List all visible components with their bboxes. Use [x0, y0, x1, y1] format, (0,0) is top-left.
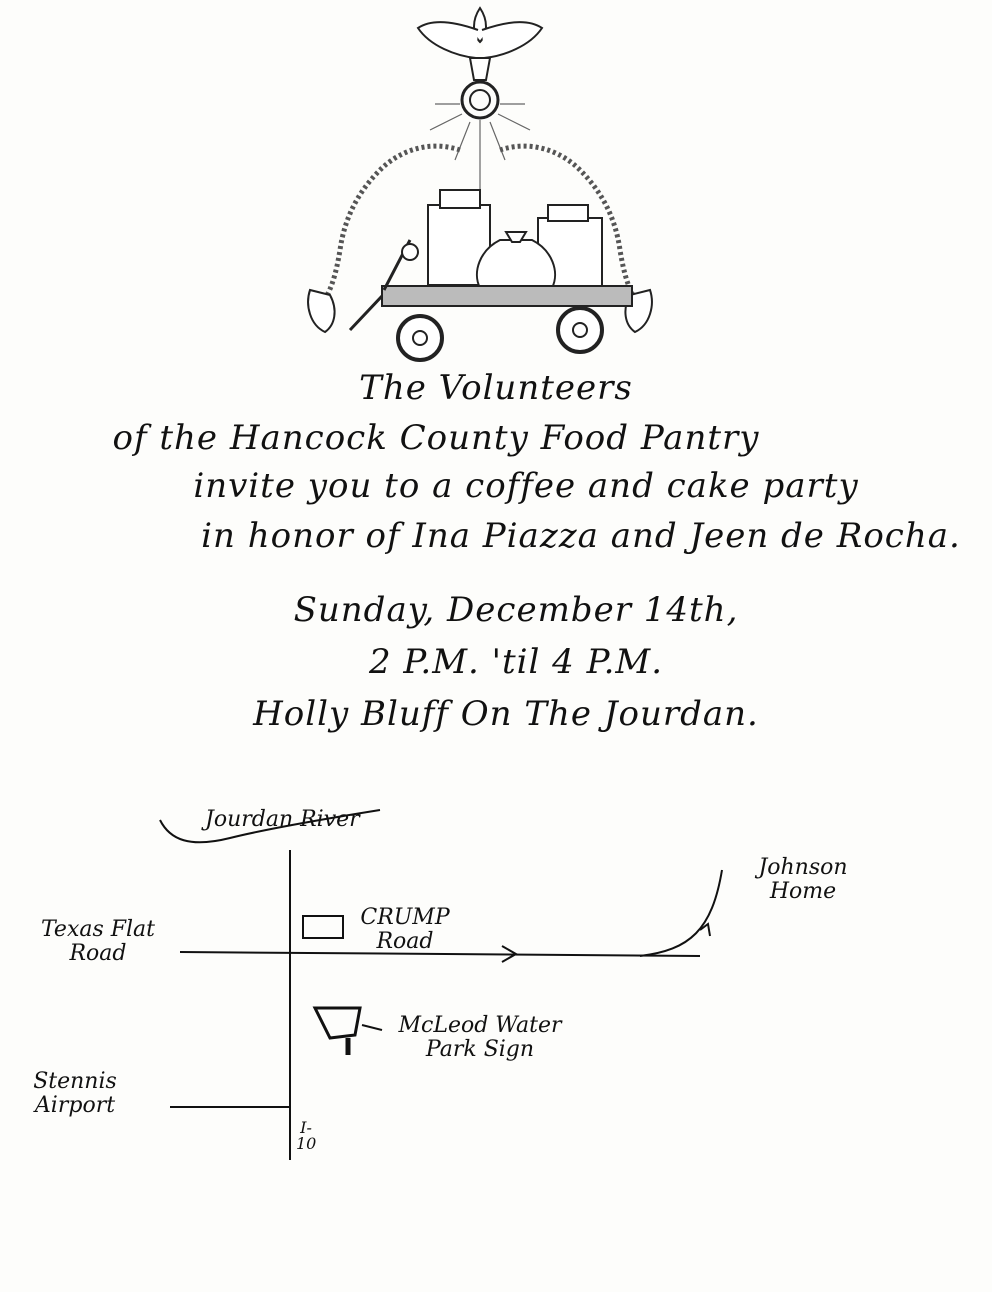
invitation-line-location: Holly Bluff On The Jourdan. — [253, 694, 759, 734]
mcleod-sign — [312, 1006, 362, 1040]
river-curve — [159, 809, 381, 844]
johnson-arrow — [699, 922, 711, 937]
map-label-texas-flat-road: Texas Flat Road — [40, 917, 156, 966]
invitation-line-honorees: in honor of Ina Piazza and Jeen de Rocha… — [201, 516, 961, 556]
map-label-stennis-airport: Stennis Airport — [33, 1069, 117, 1118]
invitation-line-time: 2 P.M. 'til 4 P.M. — [368, 642, 664, 682]
map-label-i10: I-10 — [296, 1118, 317, 1153]
map-label-mcleod-sign: McLeod Water Park Sign — [398, 1013, 562, 1062]
food-pantry-illustration — [307, 6, 653, 362]
invitation-line-date: Sunday, December 14th, — [293, 590, 739, 630]
invitation-line-volunteers: The Volunteers — [359, 368, 633, 408]
arrow-mid — [501, 945, 519, 963]
map-label-jourdan-river: Jourdan River — [205, 807, 360, 832]
map-label-johnson-home: Johnson Home — [758, 855, 848, 904]
crump-box — [302, 915, 344, 939]
invitation-line-invite: invite you to a coffee and cake party — [193, 466, 859, 506]
invitation-line-pantry: of the Hancock County Food Pantry — [112, 418, 760, 458]
texas-flat-road-line — [179, 951, 701, 957]
directions-map — [159, 809, 723, 1160]
map-label-crump-road: CRUMP Road — [360, 905, 450, 954]
johnson-road-curve — [639, 869, 723, 957]
